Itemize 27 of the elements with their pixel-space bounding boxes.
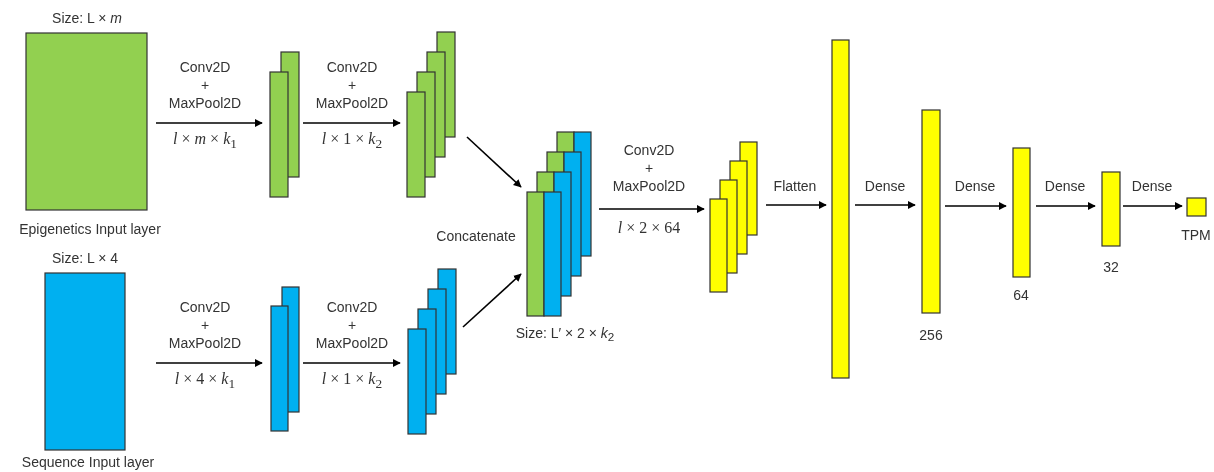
dimension-label: l × 4 × k$_{1}$ — [174, 369, 236, 393]
dimension-label: l × 2 × 64 — [617, 218, 681, 236]
size-label: Size: L × m — [52, 9, 122, 27]
unit-count: 32 — [1103, 258, 1119, 276]
layer-label: Sequence Input layer — [21, 453, 155, 471]
dimension-label: l × 1 × k$_{2}$ — [321, 369, 383, 393]
arrow — [462, 273, 522, 328]
arrow — [944, 202, 1007, 210]
size-label: Size: L × 4 — [52, 249, 118, 267]
arrow — [466, 136, 522, 188]
arrow — [598, 205, 705, 213]
arrow — [155, 359, 263, 367]
arrow — [302, 119, 401, 127]
arrow — [1122, 202, 1183, 210]
arrow — [155, 119, 263, 127]
size-label: Size: L′ × 2 × k$_{2}$ — [515, 324, 615, 346]
dimension-label: l × m × k$_{1}$ — [173, 129, 237, 153]
arrow — [854, 201, 916, 209]
concatenate-label: Concatenate — [436, 227, 516, 245]
arrow — [1035, 202, 1096, 210]
output-label: TPM — [1181, 226, 1211, 244]
unit-count: 256 — [919, 326, 943, 344]
unit-count: 64 — [1013, 286, 1029, 304]
arrow — [765, 201, 827, 209]
layer-label: Epigenetics Input layer — [19, 220, 161, 238]
arrow — [302, 359, 401, 367]
dimension-label: l × 1 × k$_{2}$ — [321, 129, 383, 153]
